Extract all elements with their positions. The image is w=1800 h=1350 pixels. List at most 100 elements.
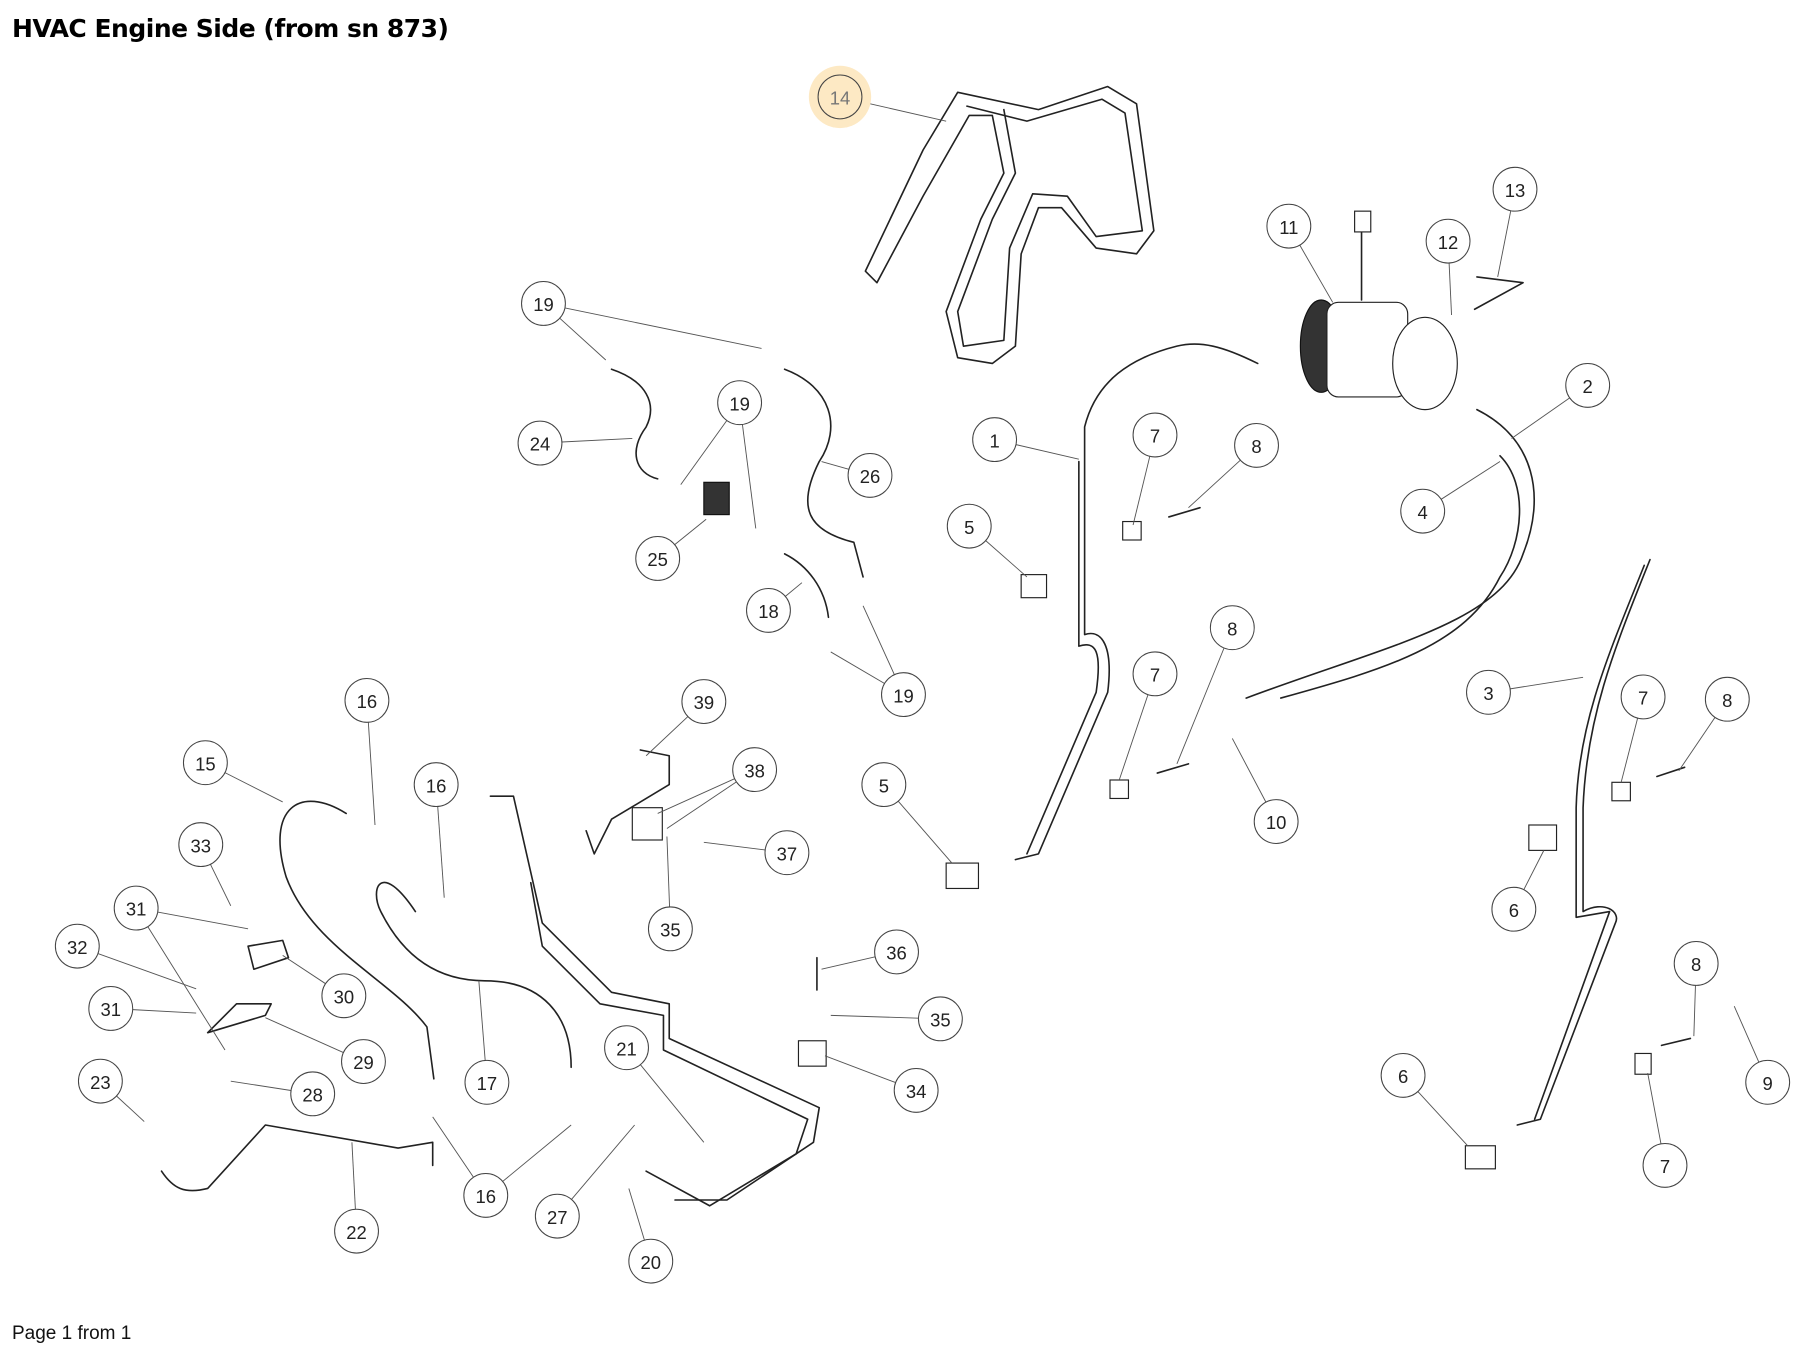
callout-number: 29 — [353, 1052, 374, 1073]
callout-31[interactable]: 31 — [113, 885, 249, 1051]
callout-29[interactable]: 29 — [265, 1017, 386, 1084]
callout-38[interactable]: 38 — [657, 747, 778, 829]
leader-line — [224, 772, 283, 803]
callout-circle — [681, 679, 727, 724]
callout-30[interactable]: 30 — [282, 954, 367, 1019]
leader-line — [1448, 263, 1452, 316]
callout-7[interactable]: 7 — [1620, 674, 1666, 783]
leader-line — [1511, 397, 1570, 439]
callout-11[interactable]: 11 — [1266, 203, 1334, 303]
callout-8[interactable]: 8 — [1673, 941, 1719, 1037]
callout-circle — [1565, 362, 1611, 408]
callout-circle — [1132, 651, 1178, 697]
callout-circle — [1642, 1142, 1688, 1188]
callout-19[interactable]: 19 — [830, 605, 926, 718]
leader-line — [132, 1009, 197, 1014]
callout-33[interactable]: 33 — [178, 822, 232, 906]
callout-8[interactable]: 8 — [1678, 676, 1750, 772]
callout-circle — [344, 677, 390, 723]
callout-7[interactable]: 7 — [1118, 651, 1178, 781]
callout-3[interactable]: 3 — [1466, 669, 1584, 715]
callout-35[interactable]: 35 — [830, 996, 963, 1042]
leader-line — [1299, 244, 1334, 303]
callout-circle — [604, 1025, 649, 1071]
callout-number: 36 — [886, 943, 907, 964]
callout-21[interactable]: 21 — [604, 1025, 705, 1143]
callout-34[interactable]: 34 — [824, 1055, 939, 1113]
callout-5[interactable]: 5 — [946, 503, 1028, 578]
callout-10[interactable]: 10 — [1231, 738, 1299, 844]
leader-line — [657, 778, 735, 814]
leader-line — [1118, 694, 1149, 781]
callout-8[interactable]: 8 — [1188, 422, 1279, 509]
callout-circle — [1704, 676, 1750, 722]
callout-27[interactable]: 27 — [534, 1124, 635, 1239]
callout-circle — [946, 503, 992, 549]
callout-35[interactable]: 35 — [647, 836, 693, 952]
callout-circle — [534, 1193, 580, 1239]
callout-6[interactable]: 6 — [1380, 1052, 1469, 1147]
callout-circle — [628, 1238, 674, 1284]
leader-line — [1497, 210, 1512, 278]
callout-number: 7 — [1660, 1156, 1670, 1177]
leader-line — [821, 461, 850, 470]
leader-line — [1733, 1005, 1760, 1063]
leader-line — [437, 806, 445, 898]
leader-line — [478, 980, 486, 1061]
callout-circle — [77, 1058, 123, 1104]
callout-number: 9 — [1763, 1073, 1773, 1094]
callout-number: 3 — [1483, 683, 1493, 704]
callout-16[interactable]: 16 — [413, 762, 459, 898]
callout-16[interactable]: 16 — [432, 1116, 572, 1218]
callout-number: 19 — [729, 393, 750, 414]
callout-number: 5 — [964, 517, 974, 538]
callout-number: 16 — [357, 691, 378, 712]
callout-number: 33 — [191, 835, 212, 856]
callout-circle — [463, 1172, 509, 1218]
callout-24[interactable]: 24 — [517, 420, 633, 466]
callout-32[interactable]: 32 — [54, 923, 197, 990]
callout-number: 6 — [1509, 900, 1519, 921]
callout-20[interactable]: 20 — [628, 1188, 674, 1284]
callout-7[interactable]: 7 — [1642, 1072, 1688, 1188]
callout-9[interactable]: 9 — [1733, 1005, 1791, 1105]
callout-4[interactable]: 4 — [1400, 461, 1501, 534]
callout-28[interactable]: 28 — [230, 1071, 336, 1117]
callout-circle — [1380, 1052, 1426, 1098]
callout-26[interactable]: 26 — [821, 452, 893, 498]
callout-1[interactable]: 1 — [972, 417, 1079, 463]
callout-14[interactable]: 14 — [808, 65, 947, 129]
callout-23[interactable]: 23 — [77, 1058, 145, 1122]
callout-number: 31 — [126, 899, 147, 920]
leader-line — [666, 781, 737, 829]
callout-circle — [413, 762, 459, 808]
callout-19[interactable]: 19 — [680, 380, 763, 529]
callout-39[interactable]: 39 — [645, 679, 727, 757]
callout-circle — [178, 822, 224, 868]
callout-12[interactable]: 12 — [1425, 218, 1471, 316]
callout-13[interactable]: 13 — [1492, 166, 1538, 278]
callout-5[interactable]: 5 — [861, 762, 953, 864]
callout-18[interactable]: 18 — [746, 582, 803, 633]
callout-15[interactable]: 15 — [182, 740, 283, 803]
callout-7[interactable]: 7 — [1132, 412, 1178, 526]
callout-6[interactable]: 6 — [1491, 850, 1545, 932]
callout-19[interactable]: 19 — [521, 281, 762, 361]
callout-number: 4 — [1418, 502, 1428, 523]
callout-16[interactable]: 16 — [344, 677, 390, 826]
leader-line — [351, 1142, 356, 1210]
callout-25[interactable]: 25 — [635, 518, 707, 581]
callout-8[interactable]: 8 — [1176, 605, 1255, 765]
callout-circle — [1673, 941, 1719, 986]
callout-22[interactable]: 22 — [334, 1142, 379, 1254]
callout-number: 20 — [641, 1252, 662, 1273]
callout-number: 38 — [744, 760, 765, 781]
callout-37[interactable]: 37 — [703, 830, 810, 876]
callout-17[interactable]: 17 — [464, 980, 510, 1105]
leader-line — [1620, 718, 1639, 783]
callout-36[interactable]: 36 — [821, 929, 919, 975]
leader-line — [862, 605, 895, 675]
callout-31[interactable]: 31 — [88, 986, 197, 1031]
callout-2[interactable]: 2 — [1511, 362, 1611, 439]
